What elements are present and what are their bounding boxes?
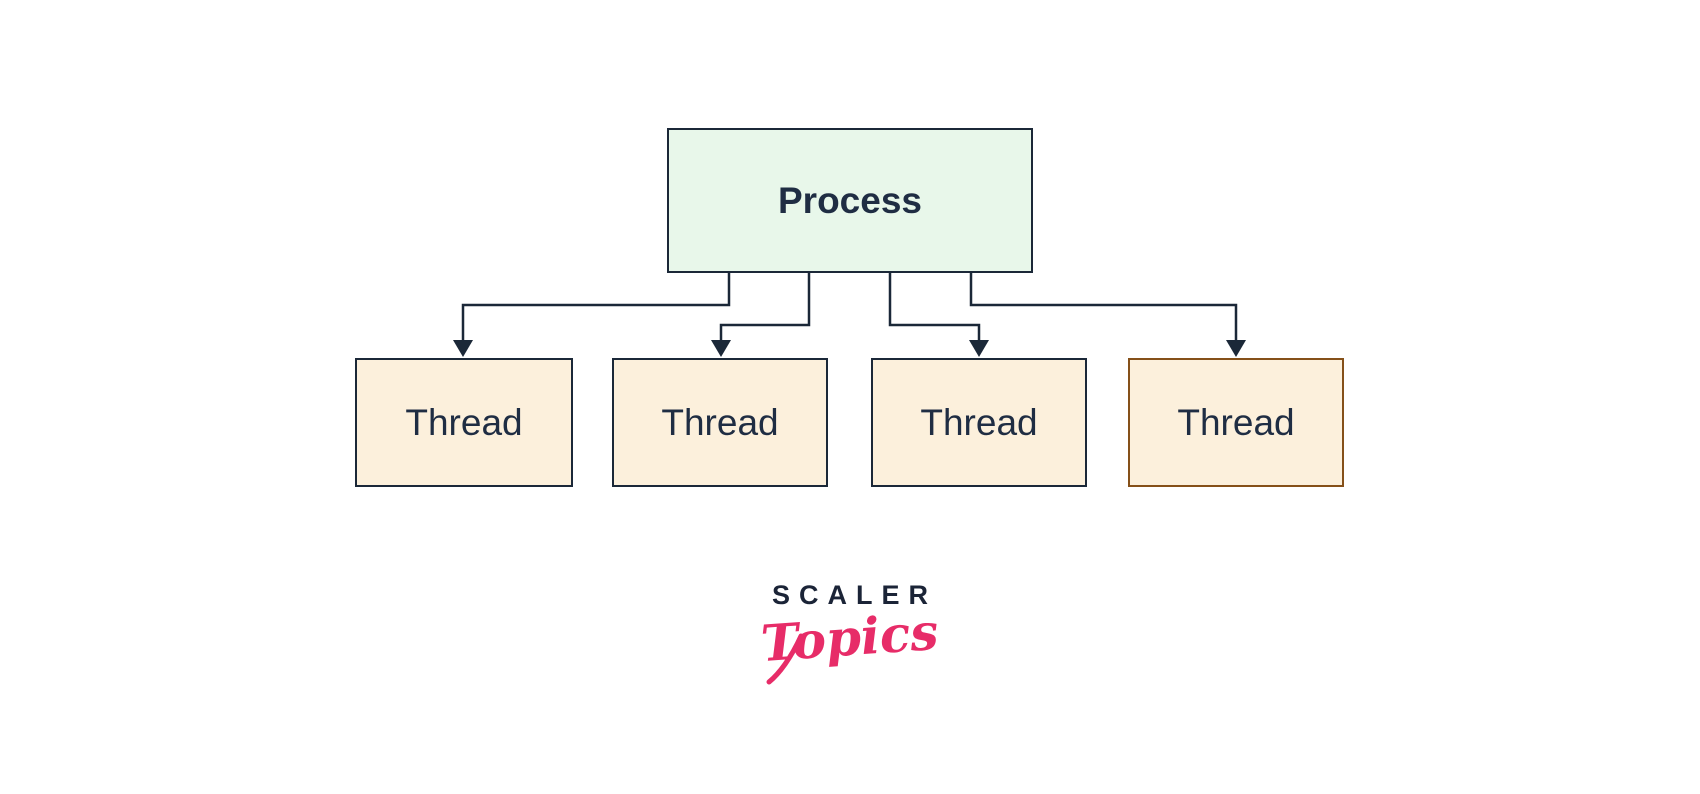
connector-process-thread-2 xyxy=(719,272,811,341)
connector-process-thread-1 xyxy=(461,272,731,341)
thread-label: Thread xyxy=(920,401,1038,443)
arrow-down-icon xyxy=(969,340,989,357)
arrow-down-icon xyxy=(453,340,473,357)
thread-node-3: Thread xyxy=(871,358,1087,487)
logo-wordmark: SCALER xyxy=(771,580,937,610)
thread-label: Thread xyxy=(1177,401,1295,443)
thread-node-2: Thread xyxy=(612,358,828,487)
process-label: Process xyxy=(778,179,922,221)
arrow-down-icon xyxy=(1226,340,1246,357)
connector-process-thread-4 xyxy=(969,272,1238,341)
connector-process-thread-3 xyxy=(888,272,981,341)
thread-node-4: Thread xyxy=(1128,358,1344,487)
thread-node-1: Thread xyxy=(355,358,573,487)
thread-label: Thread xyxy=(405,401,523,443)
arrow-down-icon xyxy=(711,340,731,357)
thread-label: Thread xyxy=(661,401,779,443)
logo-swash-icon xyxy=(766,633,804,685)
process-node: Process xyxy=(667,128,1033,273)
scaler-topics-logo: SCALER Topics xyxy=(700,580,1000,685)
